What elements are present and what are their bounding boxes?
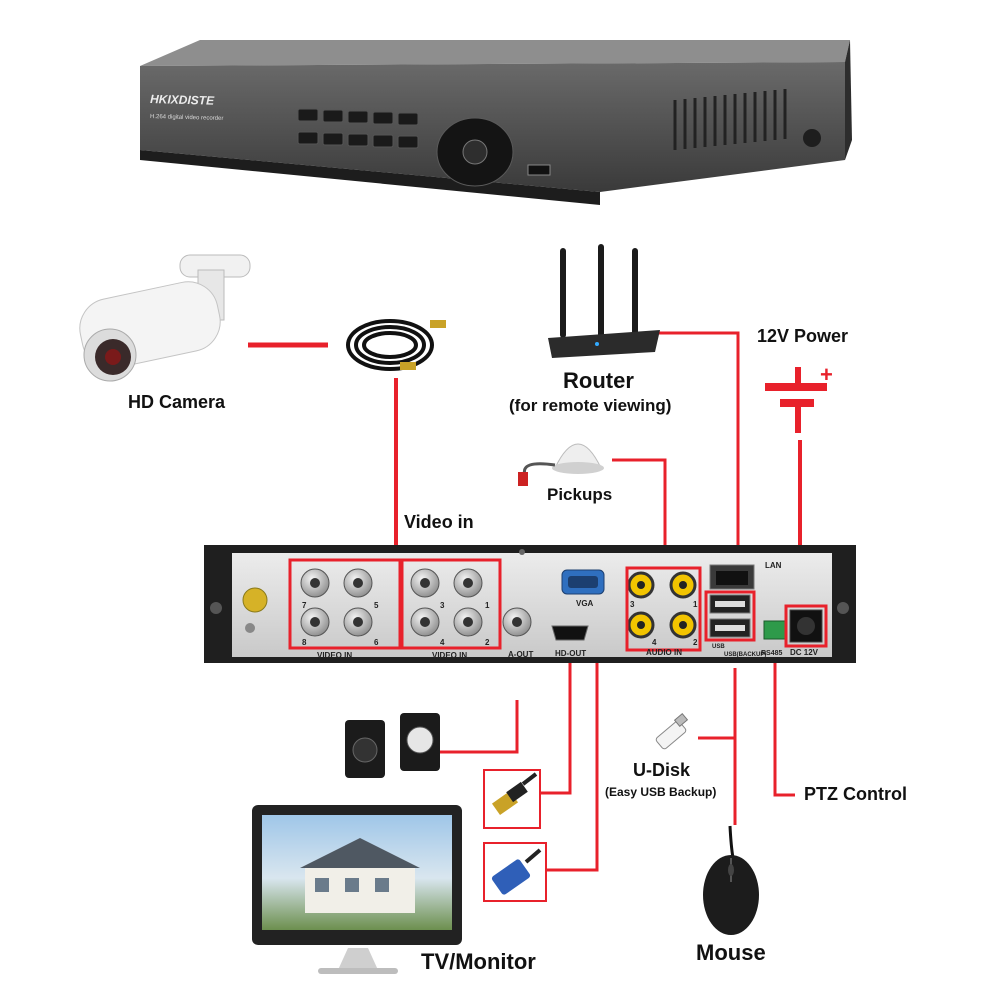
dvr-front-unit (140, 40, 852, 205)
audio-num: 4 (652, 638, 657, 647)
hd-out-label: HD-OUT (555, 649, 586, 658)
usb-backup-label: USB(BACKUP) (724, 652, 766, 658)
video-in-highlight-left (288, 558, 402, 650)
bnc-num: 3 (440, 601, 445, 610)
bnc-group-right (410, 568, 483, 637)
vga-cable (483, 842, 547, 902)
front-text: HKIXDISTE H.264 digital video recorder (150, 92, 224, 122)
hd-camera-label: HD Camera (128, 392, 226, 412)
router-label: Router (563, 368, 634, 393)
rear-panel-text: VIDEO IN VIDEO IN 7 5 8 6 3 1 4 2 A-OUT … (302, 561, 819, 660)
audio-num: 2 (693, 638, 698, 647)
bnc-num: 4 (440, 638, 445, 647)
u-disk (655, 713, 689, 750)
bnc-num: 7 (302, 601, 307, 610)
hdmi-cable (483, 769, 541, 829)
power-label: 12V Power (757, 326, 849, 346)
model-line: H.264 digital video recorder (150, 114, 224, 122)
mouse-label: Mouse (696, 940, 766, 965)
hd-camera (79, 254, 251, 382)
video-in-right-label: VIDEO IN (432, 651, 467, 660)
hd-out-port (551, 625, 589, 641)
dc-highlight (784, 604, 828, 648)
audio-num: 1 (693, 600, 698, 609)
tv-monitor-label: TV/Monitor (421, 949, 536, 974)
usb-label: USB (712, 644, 725, 650)
bnc-num: 8 (302, 638, 307, 647)
audio-in-ports (627, 571, 697, 639)
a-out-label: A-OUT (508, 650, 533, 659)
dc12v-label: DC 12V (790, 648, 819, 657)
u-disk-sub-label: (Easy USB Backup) (605, 785, 717, 799)
video-in-highlight-right (400, 558, 502, 650)
brand-logo: HKIXDISTE (150, 92, 215, 108)
bnc-group-left (300, 568, 373, 637)
bnc-num: 1 (485, 601, 490, 610)
router-sub-label: (for remote viewing) (509, 396, 672, 415)
power-led (803, 129, 821, 147)
bnc-num: 6 (374, 638, 379, 647)
power-symbol: + (765, 362, 833, 433)
front-buttons (297, 108, 419, 149)
pickups-label: Pickups (547, 485, 613, 504)
pickup-microphone (518, 443, 604, 486)
bnc-num: 5 (374, 601, 379, 610)
audio-in-highlight (625, 566, 702, 652)
dvr-rear-panel (204, 545, 856, 663)
usb-front-port (527, 164, 551, 176)
rs485-terminal (763, 620, 787, 640)
lan-label: LAN (765, 561, 782, 570)
svg-text:+: + (820, 362, 833, 387)
video-in-label: Video in (404, 512, 474, 532)
audio-num: 3 (630, 600, 635, 609)
vga-label: VGA (576, 599, 594, 608)
u-disk-label: U-Disk (633, 760, 691, 780)
bnc-num: 2 (485, 638, 490, 647)
ptz-label: PTZ Control (804, 784, 907, 804)
rs485-label: RS485 (761, 650, 783, 657)
usb-highlight (704, 590, 756, 642)
video-in-left-label: VIDEO IN (317, 651, 352, 660)
vent-grille (673, 89, 787, 150)
coax-cable (346, 319, 446, 371)
wires (248, 331, 802, 872)
mouse (703, 825, 759, 935)
router (548, 244, 660, 358)
tv-monitor (252, 805, 462, 974)
audio-in-label: AUDIO IN (646, 648, 682, 657)
speakers (345, 713, 440, 778)
